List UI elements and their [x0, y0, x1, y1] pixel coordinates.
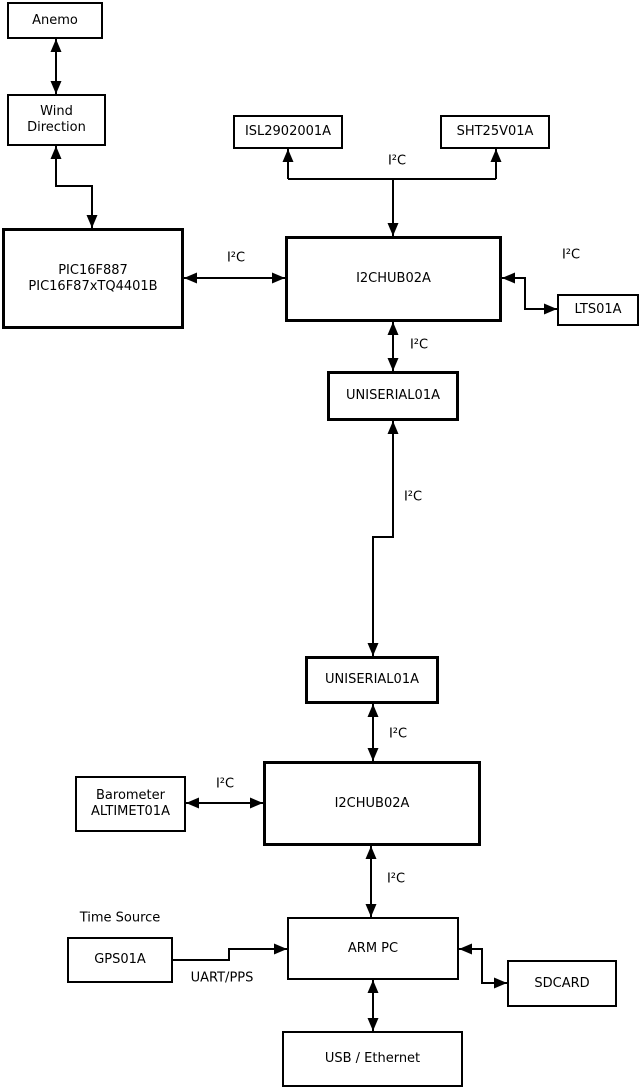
time-source-label: Time Source — [79, 910, 161, 926]
edge-label-i2c-barometer: I²C — [215, 776, 235, 792]
node-barometer-label-line2: ALTIMET01A — [91, 804, 170, 819]
edge-armpc-sdcard — [459, 943, 507, 989]
edge-label-i2c-uniserial-uniserial: I²C — [403, 489, 423, 505]
node-arm-pc: ARM PC — [287, 917, 459, 980]
node-usb-ethernet: USB / Ethernet — [282, 1031, 463, 1087]
node-i2chub02a-bottom: I2CHUB02A — [263, 761, 481, 846]
node-isl2902001a: ISL2902001A — [233, 115, 343, 149]
node-uniserial01a-bottom: UNISERIAL01A — [305, 656, 439, 704]
node-sdcard-label: SDCARD — [534, 975, 590, 991]
node-gps01a-label: GPS01A — [94, 952, 146, 967]
edge-label-i2c-hub2-armpc: I²C — [386, 871, 406, 887]
edge-label-i2c-hub-uniserial: I²C — [409, 337, 429, 353]
node-arm-pc-label: ARM PC — [347, 940, 399, 956]
node-uniserial01a-top: UNISERIAL01A — [327, 371, 459, 421]
node-uniserial01a-top-label: UNISERIAL01A — [346, 388, 440, 403]
node-usb-ethernet-label: USB / Ethernet — [324, 1051, 421, 1066]
edge-label-uart-pps: UART/PPS — [190, 970, 254, 986]
node-i2chub02a-top: I2CHUB02A — [285, 236, 502, 322]
edge-label-i2c-pic-hub: I²C — [226, 250, 246, 266]
edge-hub-top-lts — [502, 272, 557, 315]
node-wind-direction-label-line2: Direction — [27, 120, 86, 135]
node-gps01a: GPS01A — [67, 937, 173, 983]
node-pic16f887-label-line1: PIC16F887 — [58, 262, 128, 278]
node-barometer-altimet01a: Barometer ALTIMET01A — [75, 776, 186, 832]
edge-label-i2c-uniserial-hub2: I²C — [388, 726, 408, 742]
node-sht25v01a: SHT25V01A — [440, 115, 550, 149]
node-i2chub02a-bottom-label: I2CHUB02A — [334, 795, 410, 811]
node-lts01a: LTS01A — [557, 294, 639, 326]
node-uniserial01a-bottom-label: UNISERIAL01A — [325, 672, 419, 687]
edge-label-i2c-sensor-branch: I²C — [387, 153, 407, 169]
node-wind-direction: Wind Direction — [7, 94, 106, 146]
node-anemo: Anemo — [7, 2, 103, 39]
node-pic16f887: PIC16F887 PIC16F87xTQ4401B — [2, 228, 184, 329]
edge-gps-armpc — [173, 943, 287, 961]
node-i2chub02a-top-label: I2CHUB02A — [356, 271, 431, 286]
node-sht25v01a-label: SHT25V01A — [456, 124, 534, 139]
edge-label-i2c-lts: I²C — [561, 247, 581, 263]
node-pic16f887-label-line2: PIC16F87xTQ4401B — [28, 278, 158, 294]
edge-wind-direction-pic — [50, 146, 98, 228]
node-isl2902001a-label: ISL2902001A — [244, 124, 332, 139]
node-sdcard: SDCARD — [507, 960, 617, 1007]
edge-uniserial-top-uniserial-bottom — [367, 421, 399, 656]
node-lts01a-label: LTS01A — [574, 302, 622, 317]
node-wind-direction-label-line1: Wind — [40, 104, 73, 119]
node-barometer-label-line1: Barometer — [96, 788, 165, 803]
node-anemo-label: Anemo — [32, 12, 78, 28]
